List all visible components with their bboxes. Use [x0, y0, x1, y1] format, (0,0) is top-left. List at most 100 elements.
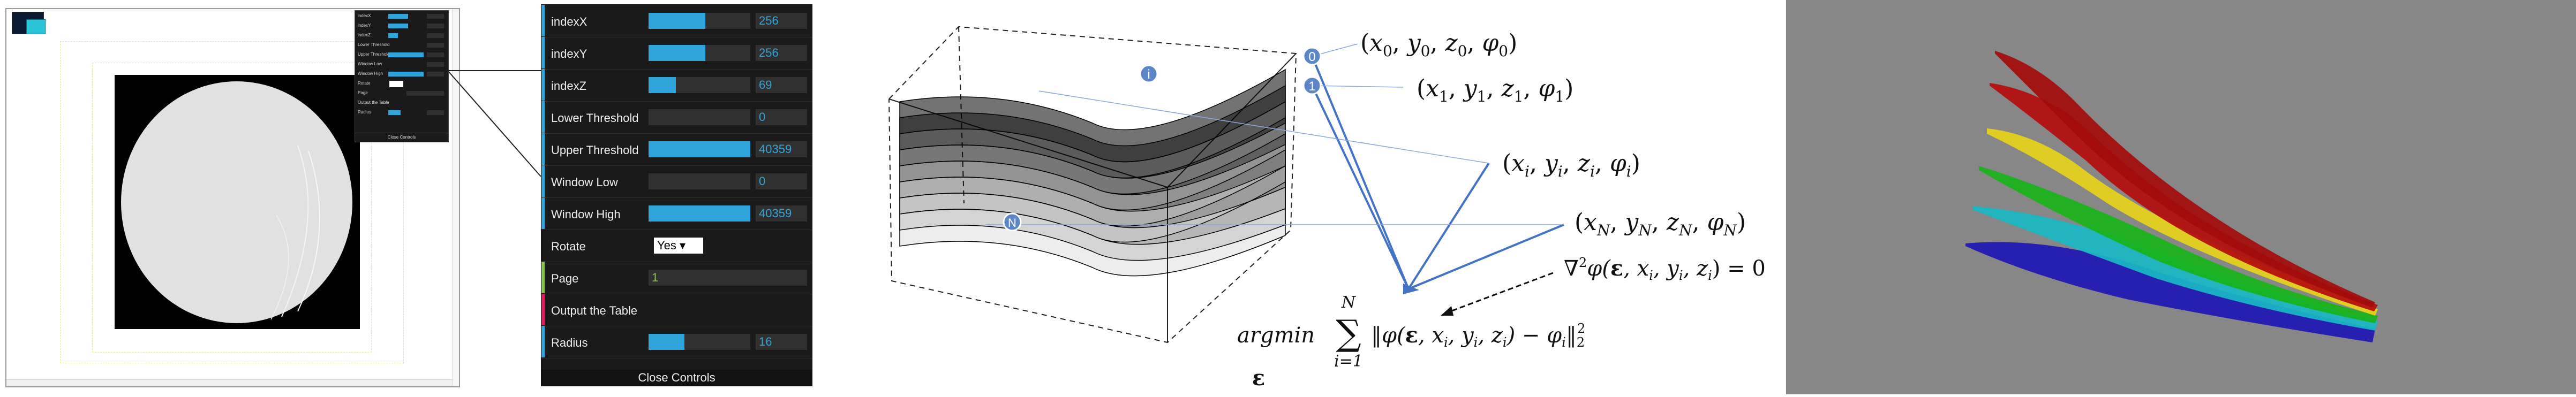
page-input[interactable]: 1 — [649, 270, 807, 286]
objective-formula: argmin N ∑ i=1 ‖φ(ε, xi, yi, zi) − φi‖22… — [1237, 293, 1585, 391]
mini-row-window-high[interactable]: Window High — [355, 70, 448, 79]
mini-row-indexx[interactable]: indexX — [355, 12, 448, 21]
svg-text:∑: ∑ — [1336, 312, 1361, 354]
control-page[interactable]: Page 1 — [541, 262, 812, 294]
marker-n-label: N — [1008, 216, 1016, 230]
control-indexy[interactable]: indexY 256 — [541, 37, 812, 70]
mini-row-indexz[interactable]: indexZ — [355, 31, 448, 41]
mini-row-page[interactable]: Page — [355, 89, 448, 98]
image-viewer[interactable]: indexX indexY indexZ Lower Threshold Upp… — [5, 8, 460, 387]
mini-slider[interactable] — [388, 24, 408, 28]
control-lower-threshold[interactable]: Lower Threshold 0 — [541, 101, 812, 134]
surface-render-view[interactable] — [1786, 0, 2576, 394]
mini-rotate-select[interactable] — [389, 81, 403, 87]
slider-fill — [649, 13, 705, 29]
mini-row-upper-threshold[interactable]: Upper Threshold — [355, 50, 448, 60]
control-window-low[interactable]: Window Low 0 — [541, 165, 812, 198]
mini-close-controls[interactable]: Close Controls — [355, 133, 448, 142]
mini-label: Rotate — [358, 81, 371, 86]
control-rotate[interactable]: Rotate Yes ▾ — [541, 230, 812, 262]
row-accent — [541, 37, 545, 68]
mini-row-rotate[interactable]: Rotate — [355, 79, 448, 89]
upper-threshold-value-field[interactable]: 40359 — [756, 141, 807, 157]
tuple-1: (x1, y1, z1, φ1) — [1417, 75, 1573, 105]
mini-label: Output the Table — [358, 100, 389, 105]
mini-value-box[interactable] — [427, 72, 444, 77]
lower-threshold-slider[interactable] — [649, 109, 750, 125]
tuple-0: (x0, y0, z0, φ0) — [1360, 29, 1517, 60]
guide-frame-inner — [92, 63, 372, 353]
mini-value-box[interactable] — [427, 14, 444, 19]
navigator-thumbnail[interactable] — [12, 12, 46, 34]
lower-threshold-value-field[interactable]: 0 — [756, 109, 807, 125]
render-surfaces — [1965, 51, 2378, 342]
mini-value-box[interactable] — [427, 33, 444, 38]
controls-panel[interactable]: indexX 256 indexY 256 indexZ 69 Lower Th… — [541, 4, 812, 386]
radius-slider[interactable] — [649, 334, 750, 350]
control-indexx[interactable]: indexX 256 — [541, 5, 812, 37]
mini-slider[interactable] — [388, 110, 401, 115]
mini-label: Window Low — [358, 62, 382, 66]
svg-text:‖φ(ε, xi, yi, zi) − φi‖22: ‖φ(ε, xi, yi, zi) − φi‖22 — [1371, 321, 1585, 350]
svg-text:ε: ε — [1252, 365, 1265, 391]
mini-row-indexy[interactable]: indexY — [355, 21, 448, 31]
mini-controls-panel[interactable]: indexX indexY indexZ Lower Threshold Upp… — [355, 10, 449, 142]
control-label: Radius — [551, 336, 588, 349]
laplacian-constraint: ∇2φ(ε, xi, yi, zi) = 0 — [1564, 255, 1766, 283]
indexx-value-field[interactable]: 256 — [756, 13, 807, 29]
mini-value-box[interactable] — [427, 62, 444, 67]
row-accent — [541, 294, 545, 325]
target-point — [1403, 284, 1419, 294]
phantom-disc — [121, 81, 352, 323]
mini-value-box[interactable] — [427, 43, 444, 48]
mini-row-window-low[interactable]: Window Low — [355, 60, 448, 70]
mini-value-box[interactable] — [427, 24, 444, 28]
indexz-value-field[interactable]: 69 — [756, 77, 807, 93]
mini-slider[interactable] — [388, 14, 408, 19]
control-upper-threshold[interactable]: Upper Threshold 40359 — [541, 133, 812, 166]
svg-text:N: N — [1341, 293, 1357, 312]
mini-slider[interactable] — [388, 52, 424, 57]
mini-slider[interactable] — [388, 72, 424, 77]
marker-1: 1 — [1302, 76, 1322, 95]
indexx-slider[interactable] — [649, 13, 750, 29]
mini-row-output-table[interactable]: Output the Table — [355, 98, 448, 108]
slider-fill — [649, 334, 684, 350]
indexz-slider[interactable] — [649, 77, 750, 93]
control-radius[interactable]: Radius 16 — [541, 326, 812, 358]
radius-value-field[interactable]: 16 — [756, 334, 807, 350]
indexy-slider[interactable] — [649, 45, 750, 61]
control-label: indexY — [551, 47, 587, 60]
rotate-select[interactable]: Yes ▾ — [654, 238, 703, 254]
control-window-high[interactable]: Window High 40359 — [541, 197, 812, 230]
control-indexz[interactable]: indexZ 69 — [541, 69, 812, 102]
window-low-slider[interactable] — [649, 173, 750, 189]
mini-value-box[interactable] — [406, 91, 444, 96]
control-label: Rotate — [551, 240, 586, 253]
output-table-button[interactable]: Output the Table — [551, 304, 638, 317]
control-output-table[interactable]: Output the Table — [541, 294, 812, 326]
mini-label: Radius — [358, 110, 371, 114]
mini-label: indexY — [358, 23, 371, 28]
horizontal-scrollbar[interactable] — [6, 379, 459, 386]
upper-threshold-slider[interactable] — [649, 141, 750, 157]
marker-n: N — [1003, 212, 1022, 232]
row-accent — [541, 262, 545, 293]
vertical-scrollbar[interactable] — [452, 9, 459, 386]
slider-fill — [649, 45, 705, 61]
mini-value-box[interactable] — [427, 52, 444, 57]
control-label: Page — [551, 272, 579, 285]
close-controls-button[interactable]: Close Controls — [541, 370, 812, 386]
volume-slices — [899, 68, 1286, 277]
mini-slider[interactable] — [388, 33, 398, 38]
window-low-value-field[interactable]: 0 — [756, 173, 807, 189]
row-accent — [541, 69, 545, 101]
mini-row-lower-threshold[interactable]: Lower Threshold — [355, 41, 448, 50]
window-high-value-field[interactable]: 40359 — [756, 205, 807, 222]
mini-row-radius[interactable]: Radius — [355, 108, 448, 118]
window-high-slider[interactable] — [649, 205, 750, 222]
indexy-value-field[interactable]: 256 — [756, 45, 807, 61]
navigator-viewport[interactable] — [26, 19, 46, 34]
mini-value-box[interactable] — [427, 110, 444, 115]
slider-fill — [649, 205, 750, 222]
